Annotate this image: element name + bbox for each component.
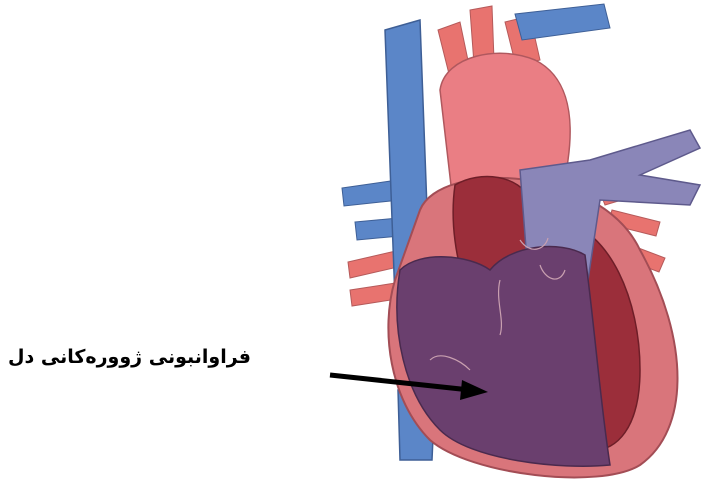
chamber-enlargement-label: فراوانبونی ژوورەکانی دل <box>8 346 308 368</box>
